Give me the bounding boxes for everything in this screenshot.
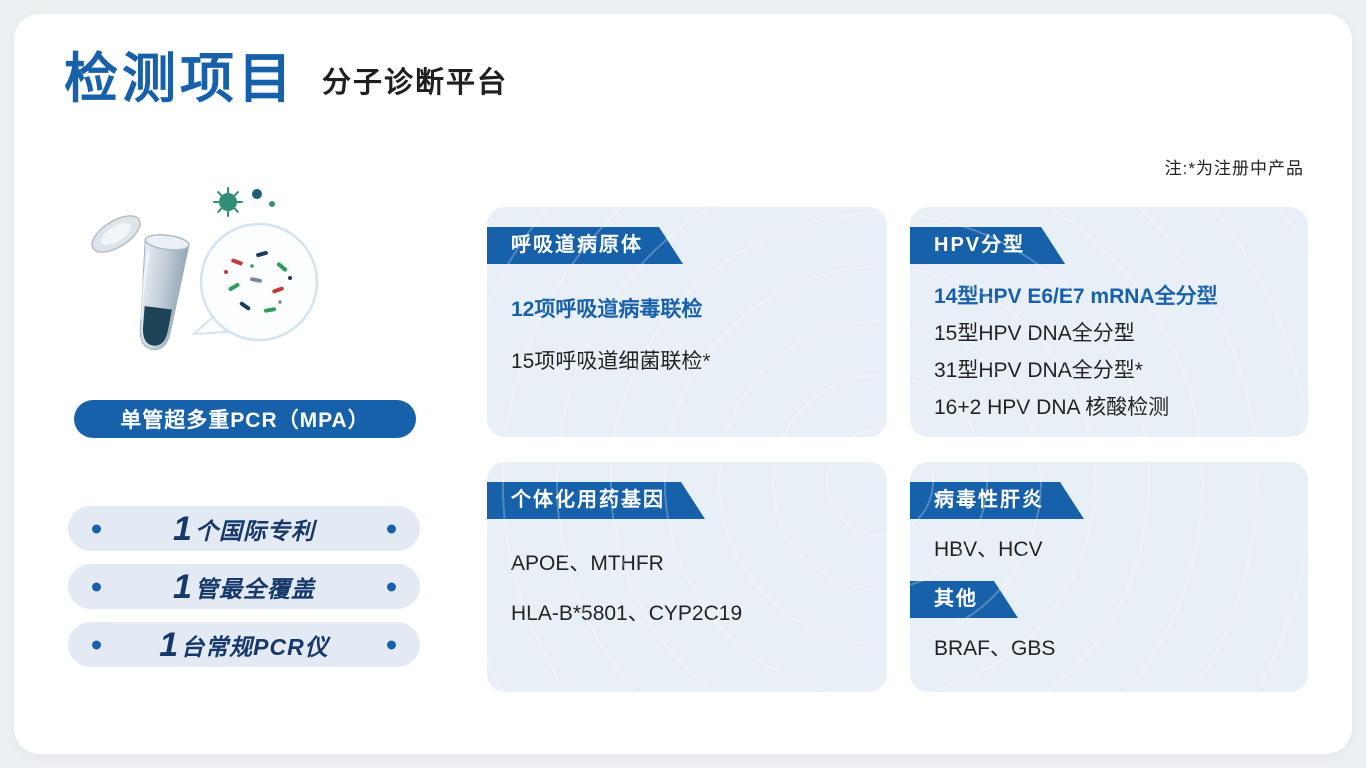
panel-header-hepatitis: 病毒性肝炎 — [910, 482, 1084, 519]
panel-header-respiratory: 呼吸道病原体 — [487, 227, 683, 264]
stat-number: 1 — [159, 625, 179, 664]
panel-pharmacogenomics: 个体化用药基因 APOE、MTHFR HLA-B*5801、CYP2C19 — [487, 462, 887, 692]
virus-icon — [213, 187, 243, 217]
panel-item: 15型HPV DNA全分型 — [934, 322, 1135, 345]
stat-label: 个国际专利 — [194, 517, 315, 544]
bullet-dot-icon — [92, 524, 101, 533]
stat-coverage: 1 管最全覆盖 — [68, 564, 420, 609]
mpa-badge: 单管超多重PCR（MPA） — [74, 400, 416, 438]
bullet-dot-icon — [92, 582, 101, 591]
panel-item: 12项呼吸道病毒联检 — [511, 298, 703, 321]
stats-list: 1 个国际专利 1 管最全覆盖 1 台常规PCR仪 — [68, 506, 420, 667]
panel-header-hpv: HPV分型 — [910, 227, 1065, 264]
virus-dot-icon — [269, 201, 275, 207]
bullet-dot-icon — [387, 524, 396, 533]
panel-item: 14型HPV E6/E7 mRNA全分型 — [934, 285, 1218, 308]
panel-respiratory: 呼吸道病原体 12项呼吸道病毒联检 15项呼吸道细菌联检* — [487, 207, 887, 437]
bullet-dot-icon — [387, 640, 396, 649]
stat-label: 台常规PCR仪 — [181, 633, 329, 660]
panel-items: BRAF、GBS — [910, 628, 1308, 670]
tube-body-icon — [138, 234, 190, 351]
panel-item: APOE、MTHFR — [511, 552, 664, 575]
tube-cap-icon — [91, 215, 141, 253]
panel-items: HBV、HCV — [910, 529, 1308, 571]
page-title: 检测项目 — [64, 49, 296, 109]
content-card: 检测项目 分子诊断平台 注:*为注册中产品 — [14, 14, 1352, 754]
magnifier-bubble-icon — [191, 222, 319, 342]
pcr-tube-graphic — [91, 187, 319, 351]
bullet-dot-icon — [387, 582, 396, 591]
panel-item: 16+2 HPV DNA 核酸检测 — [934, 396, 1170, 419]
panel-items: APOE、MTHFR HLA-B*5801、CYP2C19 — [487, 539, 887, 639]
test-panels-grid: 呼吸道病原体 12项呼吸道病毒联检 15项呼吸道细菌联检* HPV分型 14型H… — [457, 177, 1338, 722]
panel-header-other: 其他 — [910, 581, 1018, 618]
dna-fragments-icon — [224, 250, 292, 313]
header: 检测项目 分子诊断平台 — [64, 49, 509, 109]
pcr-tube-illustration — [76, 182, 326, 387]
panel-item: BRAF、GBS — [934, 637, 1056, 660]
page-subtitle: 分子诊断平台 — [322, 67, 509, 100]
stat-number: 1 — [173, 509, 192, 548]
panel-items: 14型HPV E6/E7 mRNA全分型 15型HPV DNA全分型 31型HP… — [910, 278, 1308, 426]
panel-header-pharmacogenomics: 个体化用药基因 — [487, 482, 705, 519]
bullet-dot-icon — [92, 640, 101, 649]
registration-note: 注:*为注册中产品 — [1164, 159, 1304, 178]
panel-hpv: HPV分型 14型HPV E6/E7 mRNA全分型 15型HPV DNA全分型… — [910, 207, 1308, 437]
panel-item: HBV、HCV — [934, 538, 1043, 561]
panel-item: 15项呼吸道细菌联检* — [511, 350, 711, 373]
panel-items: 12项呼吸道病毒联检 15项呼吸道细菌联检* — [487, 284, 887, 388]
panel-hepatitis-other: 病毒性肝炎 HBV、HCV 其他 BRAF、GBS — [910, 462, 1308, 692]
panel-item: HLA-B*5801、CYP2C19 — [511, 602, 743, 625]
stat-number: 1 — [173, 567, 192, 606]
stat-label: 管最全覆盖 — [194, 575, 315, 602]
virus-small-icon — [252, 189, 262, 199]
stat-instrument: 1 台常规PCR仪 — [68, 622, 420, 667]
panel-item: 31型HPV DNA全分型* — [934, 359, 1143, 382]
stat-patent: 1 个国际专利 — [68, 506, 420, 551]
